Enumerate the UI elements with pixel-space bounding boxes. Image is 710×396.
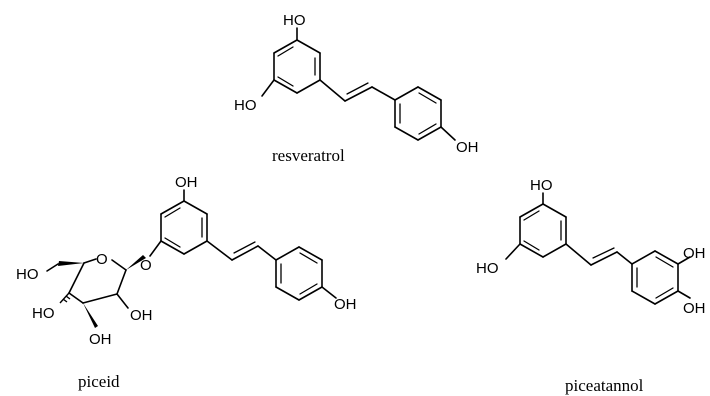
piceid-oh-right: OH <box>334 296 357 313</box>
piceid-ring-b <box>275 246 323 301</box>
resveratrol-vinyl-2 <box>344 86 373 102</box>
piceid-c3-wedge <box>83 303 98 328</box>
piceid-ho-ch2: HO <box>16 266 39 283</box>
piceid-vinyl-3 <box>257 245 277 261</box>
resveratrol-ring-b <box>394 86 442 141</box>
caption-resveratrol: resveratrol <box>272 146 345 165</box>
resveratrol-oh-bond-left <box>261 79 275 97</box>
piceatannol-ho-left: HO <box>476 260 499 277</box>
piceatannol-vinyl-1 <box>565 243 592 266</box>
resveratrol-vinyl-1 <box>319 79 346 102</box>
resveratrol-ho-top: HO <box>283 12 306 29</box>
piceid-ch2-wedge <box>58 261 84 266</box>
piceatannol-ring-a <box>519 203 567 258</box>
piceatannol-oh-bond-meta <box>677 256 691 265</box>
piceatannol-oh-para: OH <box>683 300 706 317</box>
resveratrol-vinyl-3 <box>371 86 396 101</box>
piceid-oh-bond-c2 <box>116 293 129 309</box>
piceid-oh-c2: OH <box>130 307 153 324</box>
piceid-ch2oh-bond <box>46 263 59 272</box>
caption-piceid: piceid <box>78 372 120 391</box>
piceatannol-vinyl-2 <box>590 251 618 266</box>
piceatannol-ring-b <box>631 250 679 305</box>
piceid-anomeric-wedge <box>126 255 146 270</box>
piceid-oh-bond-right <box>321 286 337 299</box>
resveratrol-vinyl-double <box>346 82 369 95</box>
piceid-vinyl-2 <box>231 245 259 261</box>
piceatannol-vinyl-double <box>592 247 615 259</box>
resveratrol-ring-a <box>273 39 321 94</box>
piceid-vinyl-1 <box>206 240 233 261</box>
piceatannol-oh-meta: OH <box>683 245 706 262</box>
piceid-vinyl-double <box>233 241 256 254</box>
resveratrol-ho-left: HO <box>234 97 257 114</box>
piceid-ho-c4: HO <box>32 305 55 322</box>
piceid-oh-top: OH <box>175 174 198 191</box>
piceid-glucose-ring <box>68 258 127 304</box>
piceid-o-ring: O <box>96 251 108 268</box>
piceatannol-oh-bond-para <box>677 290 691 299</box>
resveratrol-oh-bond-right <box>440 126 456 141</box>
piceid-oh-c3: OH <box>89 331 112 348</box>
molecule-resveratrol: HO HO OH resveratrol <box>234 12 479 165</box>
piceid-glycosidic-bond <box>149 240 162 257</box>
piceid-hash-c4 <box>59 292 71 304</box>
piceid-ring-a <box>160 200 208 255</box>
piceatannol-ho-top: HO <box>530 177 553 194</box>
piceatannol-oh-bond-left <box>505 243 521 260</box>
piceid-o-link: O <box>140 257 152 274</box>
caption-piceatannol: piceatannol <box>565 376 644 395</box>
molecule-piceatannol: HO HO OH OH piceatannol <box>476 177 706 395</box>
molecule-piceid: OH O HO O HO OH OH OH piceid <box>16 174 357 391</box>
piceatannol-vinyl-3 <box>616 251 633 265</box>
resveratrol-oh-right: OH <box>456 139 479 156</box>
